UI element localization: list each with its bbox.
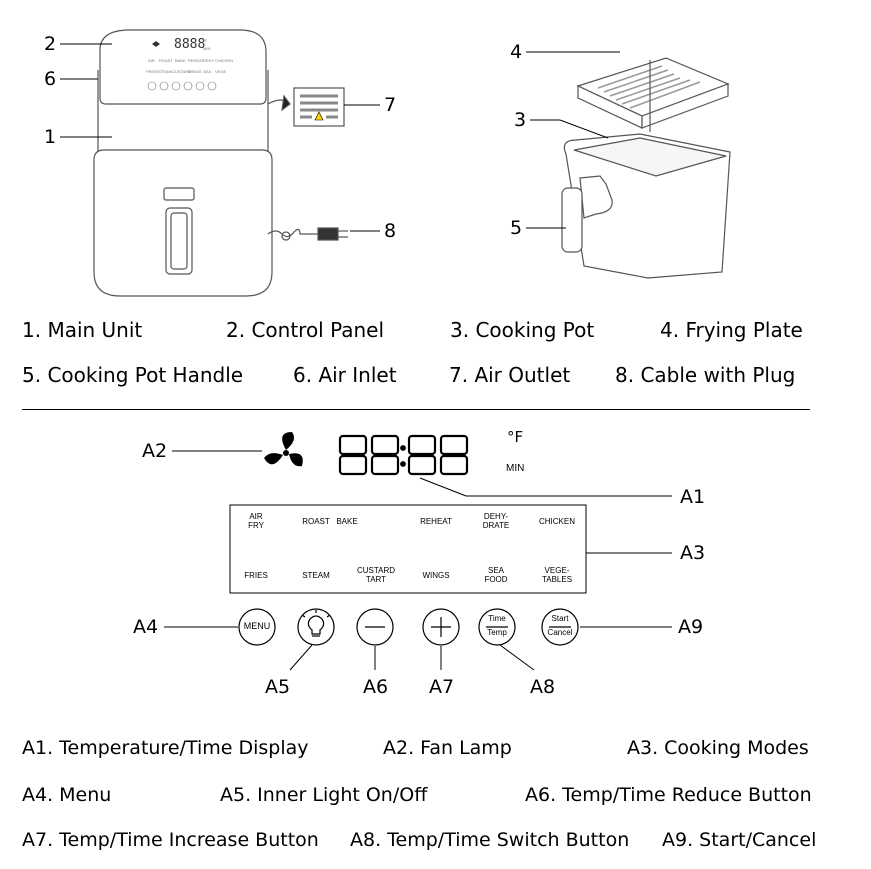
leader-lines bbox=[60, 43, 620, 232]
svg-text:°F: °F bbox=[203, 38, 208, 43]
svg-text:ROAST: ROAST bbox=[159, 58, 173, 63]
callout-a5: A5 bbox=[265, 676, 291, 698]
start-label: Start bbox=[551, 614, 569, 623]
svg-text:SEA: SEA bbox=[203, 69, 211, 74]
callout-3: 3 bbox=[514, 109, 527, 131]
svg-text:BAKE: BAKE bbox=[175, 58, 186, 63]
legend-a4: A4. Menu bbox=[22, 784, 112, 806]
callout-a8: A8 bbox=[530, 676, 556, 698]
mode-wings[interactable]: WINGS bbox=[422, 571, 450, 580]
legend-a9: A9. Start/Cancel bbox=[662, 829, 817, 851]
callout-a9: A9 bbox=[678, 616, 704, 638]
callout-5: 5 bbox=[510, 217, 523, 239]
cooking-pot-illustration bbox=[561, 133, 731, 279]
callout-7: 7 bbox=[384, 94, 397, 116]
main-unit-illustration bbox=[93, 29, 273, 297]
mode-fries[interactable]: FRIES bbox=[244, 571, 268, 580]
callout-a6: A6 bbox=[363, 676, 389, 698]
time-label: Time bbox=[488, 614, 506, 623]
air-outlet-illustration bbox=[267, 87, 345, 127]
svg-text:CHICKEN: CHICKEN bbox=[215, 58, 233, 63]
mode-steam[interactable]: STEAM bbox=[302, 571, 330, 580]
cable-with-plug-illustration bbox=[267, 227, 348, 241]
callout-a7: A7 bbox=[429, 676, 455, 698]
svg-text:STEAM: STEAM bbox=[158, 69, 172, 74]
mode-roast[interactable]: ROAST bbox=[302, 517, 330, 526]
light-button-ring bbox=[297, 608, 335, 646]
legend-air-inlet: 6. Air Inlet bbox=[293, 363, 397, 387]
legend-control-panel: 2. Control Panel bbox=[226, 318, 385, 342]
svg-text:REHEAT: REHEAT bbox=[188, 58, 204, 63]
mode-vegetables[interactable]: VEGE-TABLES bbox=[541, 566, 573, 584]
menu-button-ring bbox=[238, 608, 276, 646]
legend-cooking-pot-handle: 5. Cooking Pot Handle bbox=[22, 363, 244, 387]
callout-2: 2 bbox=[44, 33, 57, 55]
legend-a3: A3. Cooking Modes bbox=[627, 737, 809, 759]
svg-text:MIN: MIN bbox=[203, 46, 210, 51]
legend-a8: A8. Temp/Time Switch Button bbox=[350, 829, 630, 851]
svg-text:CUSTARD: CUSTARD bbox=[172, 69, 191, 74]
legend-a6: A6. Temp/Time Reduce Button bbox=[525, 784, 812, 806]
callout-a1: A1 bbox=[680, 486, 706, 508]
callout-a4: A4 bbox=[133, 616, 159, 638]
mode-reheat[interactable]: REHEAT bbox=[420, 517, 452, 526]
temp-label: Temp bbox=[487, 628, 507, 637]
control-panel-diagram bbox=[164, 432, 672, 671]
menu-button[interactable]: MENU bbox=[243, 621, 271, 631]
legend-cooking-pot: 3. Cooking Pot bbox=[450, 318, 595, 342]
mode-chicken[interactable]: CHICKEN bbox=[538, 517, 575, 526]
legend-a2: A2. Fan Lamp bbox=[383, 737, 512, 759]
svg-text:FRIES: FRIES bbox=[146, 69, 158, 74]
unit-fahrenheit: °F bbox=[507, 428, 524, 446]
section-divider bbox=[22, 409, 810, 410]
legend-air-outlet: 7. Air Outlet bbox=[449, 363, 571, 387]
mode-bake[interactable]: BAKE bbox=[336, 517, 358, 526]
svg-text:AIR: AIR bbox=[148, 58, 155, 63]
cancel-label: Cancel bbox=[547, 628, 573, 637]
svg-text:WINGS: WINGS bbox=[188, 69, 202, 74]
callout-6: 6 bbox=[44, 68, 57, 90]
unit-minutes: MIN bbox=[506, 463, 525, 474]
legend-cable-with-plug: 8. Cable with Plug bbox=[615, 363, 796, 387]
fan-icon bbox=[264, 432, 303, 467]
svg-text:DEHY: DEHY bbox=[203, 58, 214, 63]
cooking-modes-box bbox=[229, 504, 587, 594]
svg-text:VEGE: VEGE bbox=[215, 69, 226, 74]
callout-a2: A2 bbox=[142, 440, 168, 462]
callout-1: 1 bbox=[44, 126, 57, 148]
callout-4: 4 bbox=[510, 41, 523, 63]
legend-main-unit: 1. Main Unit bbox=[22, 318, 143, 342]
svg-text:8888: 8888 bbox=[174, 37, 205, 52]
legend-a7: A7. Temp/Time Increase Button bbox=[22, 829, 319, 851]
callout-8: 8 bbox=[384, 220, 397, 242]
legend-frying-plate: 4. Frying Plate bbox=[660, 318, 803, 342]
seven-segment-display bbox=[338, 434, 469, 476]
mode-dehydrate[interactable]: DEHY-DRATE bbox=[482, 512, 510, 530]
frying-plate-illustration bbox=[576, 57, 730, 132]
legend-a5: A5. Inner Light On/Off bbox=[220, 784, 428, 806]
legend-a1: A1. Temperature/Time Display bbox=[22, 737, 309, 759]
callout-a3: A3 bbox=[680, 542, 706, 564]
